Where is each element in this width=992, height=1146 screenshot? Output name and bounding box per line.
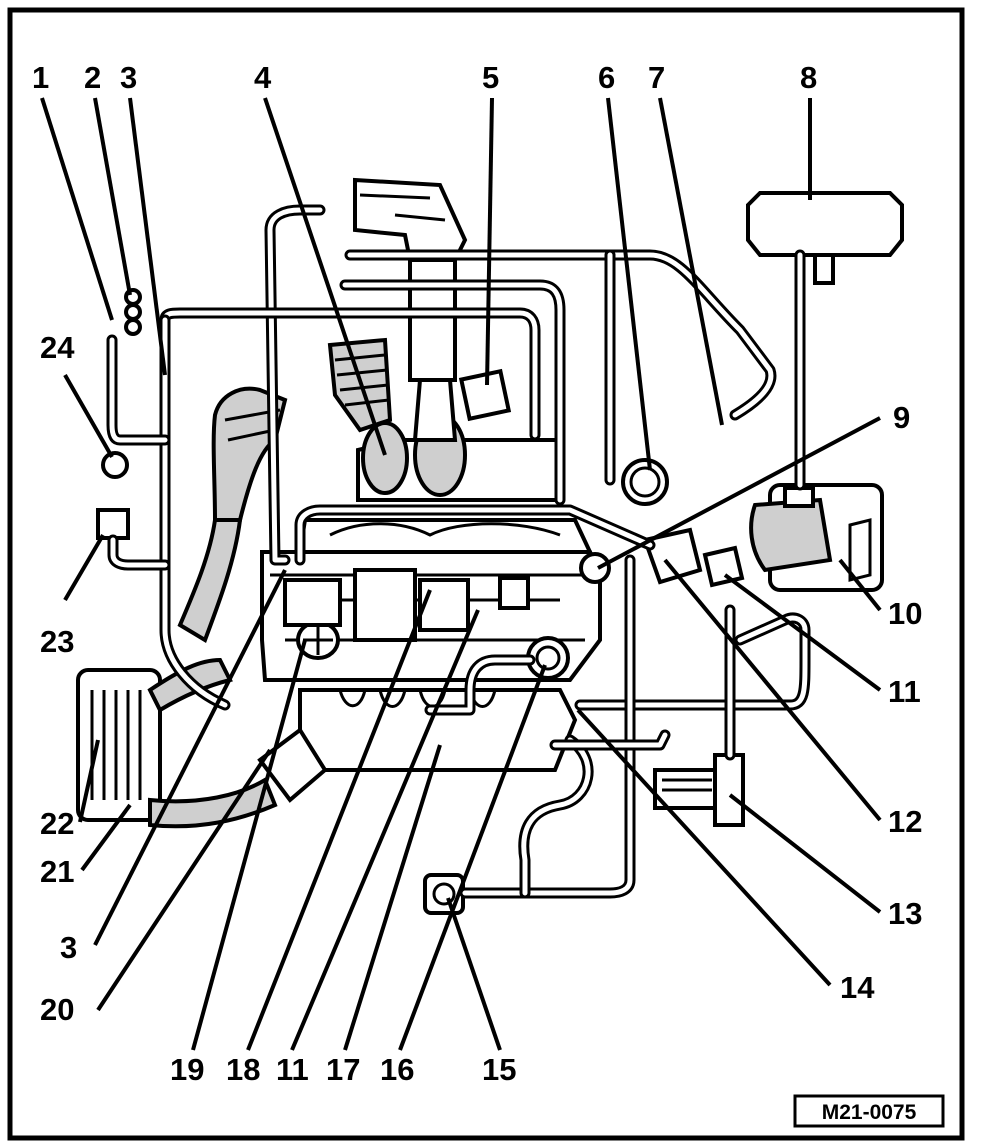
fitting-2b: [124, 303, 142, 321]
callout-23: 23: [40, 624, 74, 659]
callout-11-bottom: 11: [276, 1052, 309, 1087]
callout-12: 12: [888, 804, 922, 839]
vacuum-hoses: [106, 204, 811, 899]
fuel-rail-end: [579, 552, 611, 584]
callout-9: 9: [893, 400, 910, 435]
callout-15: 15: [482, 1052, 516, 1087]
callout-21: 21: [40, 854, 74, 889]
callout-18: 18: [226, 1052, 260, 1087]
callout-10: 10: [888, 596, 922, 631]
valve-cover: [297, 518, 594, 554]
intake-neck: [412, 378, 458, 442]
egr-valve: [642, 527, 703, 585]
callout-13: 13: [888, 896, 922, 931]
reference-code: M21-0075: [822, 1101, 917, 1124]
valve-23: [96, 508, 130, 540]
callout-17: 17: [326, 1052, 360, 1087]
intake-port-1: [353, 568, 417, 642]
upper-intake-elbow: [353, 177, 468, 262]
air-mass-meter-plug: [783, 486, 815, 508]
intercooler: [76, 668, 162, 822]
solenoid-13-valve: [713, 753, 745, 827]
pressure-regulator: [621, 458, 669, 506]
callout-2: 2: [84, 60, 101, 95]
charge-air-hose-lower: [177, 518, 243, 643]
leader-lines: [40, 97, 882, 1051]
callout-labels: 1 2 3 4 5 6 7 8 9 10 11 12 13 14 15 16 1…: [32, 60, 922, 1087]
throttle-body-left: [361, 421, 409, 495]
air-mass-meter: [749, 497, 833, 573]
callout-3-bottom: 3: [60, 930, 77, 965]
fitting-2c: [124, 318, 142, 336]
intake-port-4: [283, 578, 342, 627]
turbocharger: [257, 727, 328, 803]
callout-11-right: 11: [888, 674, 921, 709]
callout-3-top: 3: [120, 60, 137, 95]
intake-riser: [408, 258, 457, 382]
diagram-frame: [7, 7, 965, 1141]
canister-connector: [813, 253, 835, 285]
engine-illustration: [76, 177, 904, 915]
callout-7: 7: [648, 60, 665, 95]
sensor-connector-right: [702, 545, 745, 588]
callout-22: 22: [40, 806, 74, 841]
intake-port-2: [418, 578, 470, 632]
callout-16: 16: [380, 1052, 414, 1087]
check-valve-24: [101, 451, 129, 479]
callout-1: 1: [32, 60, 49, 95]
callout-20: 20: [40, 992, 74, 1027]
solenoid-valve: [458, 368, 512, 422]
activated-charcoal-canister: [746, 191, 904, 257]
reference-code-box: M21-0075: [793, 1094, 945, 1128]
callout-8: 8: [800, 60, 817, 95]
callout-19: 19: [170, 1052, 204, 1087]
callout-5: 5: [482, 60, 499, 95]
callout-14: 14: [840, 970, 875, 1005]
callout-24: 24: [40, 330, 75, 365]
callout-6: 6: [598, 60, 615, 95]
charge-air-hose: [211, 386, 288, 522]
callout-4: 4: [254, 60, 272, 95]
intake-port-3: [498, 576, 530, 610]
